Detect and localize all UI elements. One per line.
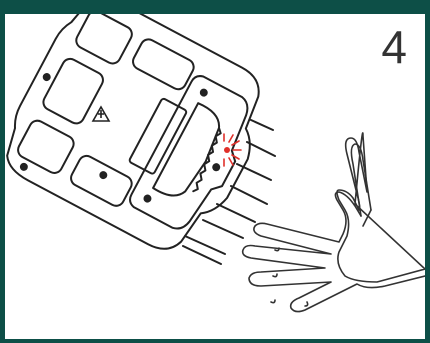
- recycle-triangle-logo-icon: [93, 107, 109, 121]
- robot-charging-device-icon: [5, 14, 284, 267]
- hand-icon: [243, 133, 425, 312]
- illustration-canvas: [5, 14, 425, 339]
- red-light-indicator-icon: [224, 134, 241, 166]
